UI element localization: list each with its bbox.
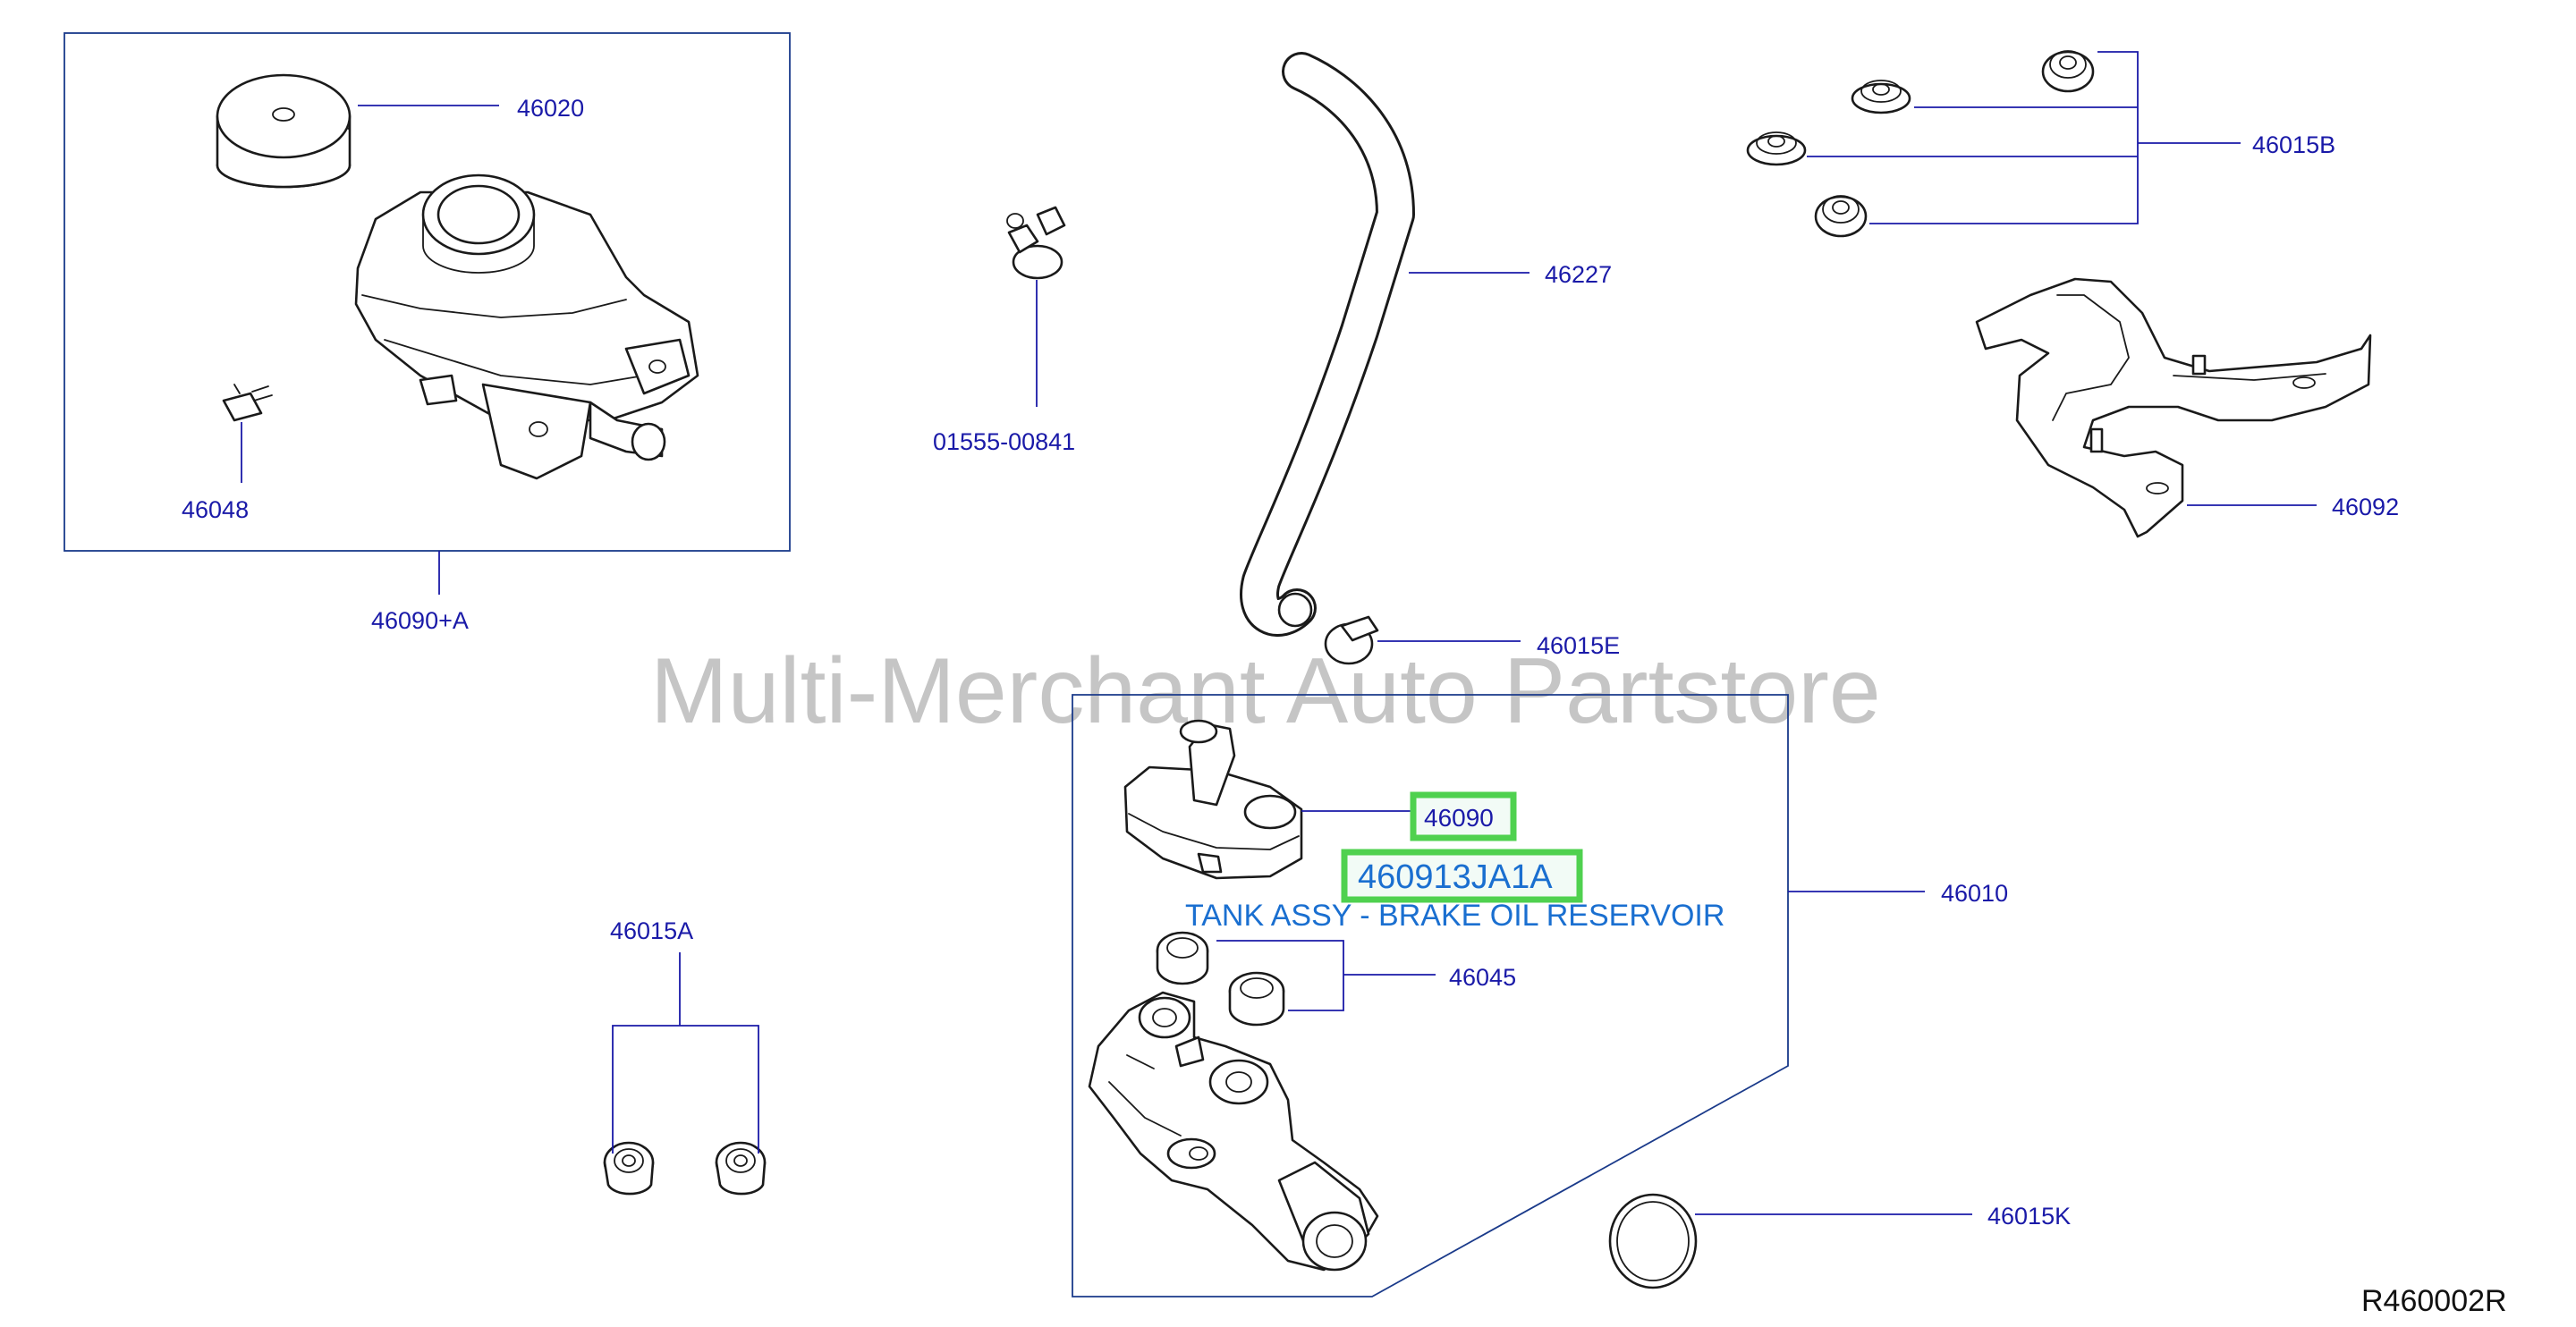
flange-nut-part-4[interactable] [1814,195,1868,238]
callout-46048[interactable]: 46048 [182,496,249,523]
nut-part-46015a-1[interactable] [603,1141,655,1196]
grommet-part-2[interactable] [1228,971,1285,1027]
highlight-part-number[interactable]: 460913JA1A [1358,858,1553,896]
flange-nut-part-2[interactable] [1851,80,1911,114]
callout-46015a[interactable]: 46015A [610,917,693,944]
callout-46020[interactable]: 46020 [517,95,584,122]
flange-nut-part-3[interactable] [1746,131,1807,166]
highlight-part-number-box [1341,849,1583,903]
highlight-ref-number[interactable]: 46090 [1424,804,1494,832]
master-cylinder-frame [1072,694,1789,1297]
hose-clamp-part[interactable] [1006,206,1066,280]
grommet-part-1[interactable] [1156,931,1209,985]
brake-hose-part[interactable] [1240,52,1415,637]
callout-46092[interactable]: 46092 [2332,494,2399,520]
reservoir-tank-part[interactable] [354,173,699,480]
callout-01555-00841[interactable]: 01555-00841 [933,428,1075,455]
reservoir-assembly-frame [64,32,791,552]
o-ring-part[interactable] [1608,1193,1698,1289]
callout-46045[interactable]: 46045 [1449,964,1516,991]
bracket-part[interactable] [1975,277,2372,538]
hose-clip-part[interactable] [1324,615,1379,665]
diagram-code: R460002R [2361,1284,2507,1318]
part-description: TANK ASSY - BRAKE OIL RESERVOIR [1185,899,1724,933]
reservoir-cap-part[interactable] [216,73,352,189]
callout-46010[interactable]: 46010 [1941,880,2008,907]
reservoir-clip-part[interactable] [222,384,273,422]
flange-nut-part-1[interactable] [2041,50,2095,93]
highlight-ref-box [1410,791,1517,841]
nut-part-46015a-2[interactable] [715,1141,767,1196]
watermark-text: Multi-Merchant Auto Partstore [650,639,1881,743]
callout-46015e[interactable]: 46015E [1537,632,1620,659]
callout-46015k[interactable]: 46015K [1987,1203,2071,1230]
brake-oil-reservoir-part[interactable] [1123,719,1303,880]
callout-46227[interactable]: 46227 [1545,261,1612,288]
callout-46090a[interactable]: 46090+A [371,607,469,634]
callout-46015b[interactable]: 46015B [2252,131,2335,158]
master-cylinder-part[interactable] [1088,991,1379,1272]
